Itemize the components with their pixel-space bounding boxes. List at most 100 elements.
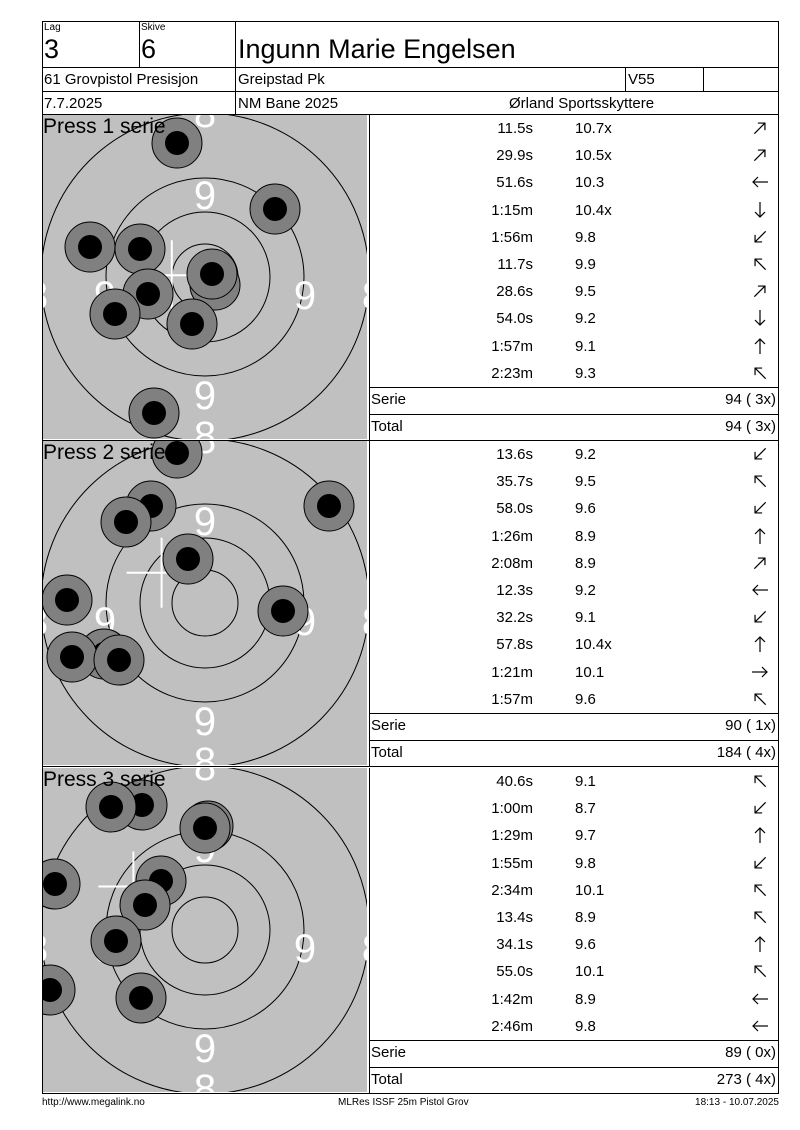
ring-label: 9 (194, 700, 216, 744)
shot-time: 2:34m (491, 881, 533, 899)
shot-hole (151, 117, 203, 169)
shot-hole (151, 441, 203, 479)
summary-value: 90 ( 1x) (725, 717, 776, 734)
direction-arrow-icon (754, 827, 766, 844)
shot-value: 10.4x (575, 201, 612, 219)
event-name: NM Bane 2025 (238, 95, 339, 112)
direction-arrow-icon (754, 447, 767, 460)
shot-hole (64, 221, 116, 273)
series-title: Press 3 serie (43, 768, 166, 791)
shot-value: 10.1 (575, 963, 605, 981)
class-name: 61 Grovpistol Presisjon (44, 71, 199, 88)
shot-hole (249, 183, 301, 235)
summary-value: 94 ( 3x) (725, 418, 776, 435)
direction-arrow-icon (753, 122, 766, 135)
summary-label: Serie (371, 391, 407, 408)
shot-time: 11.7s (497, 256, 533, 273)
shot-value: 9.9 (575, 256, 596, 273)
ring-label: 8 (43, 274, 48, 318)
summary-label: Serie (371, 1044, 407, 1061)
shot-time: 2:23m (491, 364, 533, 382)
shot-time: 57.8s (496, 636, 533, 654)
shot-hole (85, 781, 137, 833)
shot-value: 9.5 (575, 473, 596, 491)
shot-hole (100, 496, 152, 548)
shot-value: 10.4x (575, 636, 612, 654)
shot-time: 54.0s (496, 310, 533, 328)
target-series-1: 99998888Press 1 serie (43, 115, 367, 439)
ring-label: 8 (362, 927, 367, 971)
shot-value: 10.1 (575, 663, 605, 681)
shot-row: 11.7s 9.9 (370, 252, 778, 279)
shot-time: 11.5s (497, 120, 533, 137)
shot-time: 2:46m (491, 1017, 533, 1035)
footer-timestamp: 18:13 - 10.07.2025 (695, 1097, 779, 1108)
shot-hole (93, 634, 145, 686)
direction-arrow-icon (754, 258, 767, 271)
shot-time: 1:00m (491, 800, 533, 818)
shot-time: 1:42m (491, 990, 533, 1008)
ring-label: 8 (194, 115, 216, 136)
shot-value: 10.7x (575, 120, 612, 137)
direction-arrow-icon (753, 149, 766, 162)
total-row: Total 94 ( 3x) (370, 414, 778, 440)
summary-label: Total (371, 1071, 403, 1088)
shot-row: 57.8s 10.4x (370, 632, 778, 659)
shot-time: 58.0s (496, 500, 533, 518)
shot-value: 8.9 (575, 909, 596, 926)
shot-value: 9.1 (575, 773, 596, 790)
shot-value: 9.8 (575, 854, 596, 872)
shot-row: 1:15m 10.4x (370, 198, 778, 225)
shot-hole (166, 298, 218, 350)
shot-value: 9.1 (575, 609, 596, 627)
footer-program: MLRes ISSF 25m Pistol Grov (338, 1097, 469, 1108)
direction-arrow-icon (754, 502, 767, 514)
ring-label: 8 (43, 600, 48, 644)
target-series-2: 99998888Press 2 serie (43, 441, 367, 765)
ring-label: 8 (194, 1067, 216, 1092)
ring-label: 9 (294, 274, 316, 318)
ring-label: 8 (362, 600, 367, 644)
ring-label: 8 (194, 740, 216, 765)
direction-arrow-icon (754, 475, 767, 488)
shot-value: 9.3 (575, 364, 596, 382)
summary-label: Total (371, 418, 403, 435)
shot-value: 9.1 (575, 337, 596, 355)
shot-time: 28.6s (496, 283, 533, 301)
shot-value: 8.9 (575, 990, 596, 1008)
direction-arrow-icon (753, 285, 766, 298)
shot-hole (119, 879, 171, 931)
shot-time: 1:15m (491, 201, 533, 219)
direction-arrow-icon (752, 176, 768, 188)
shot-value: 10.1 (575, 881, 605, 899)
shot-hole (186, 248, 238, 300)
shot-time: 1:26m (491, 527, 533, 545)
skive-value: 6 (141, 34, 157, 64)
series-title: Press 1 serie (43, 115, 166, 138)
shooter-name: Ingunn Marie Engelsen (238, 34, 516, 64)
shot-hole (43, 858, 81, 910)
shot-value: 10.3 (575, 174, 605, 192)
shot-time: 12.3s (496, 582, 533, 599)
shot-time: 51.6s (496, 174, 533, 192)
lag-label: Lag (44, 22, 61, 33)
skive-label: Skive (141, 22, 166, 33)
shot-hole (115, 972, 167, 1024)
